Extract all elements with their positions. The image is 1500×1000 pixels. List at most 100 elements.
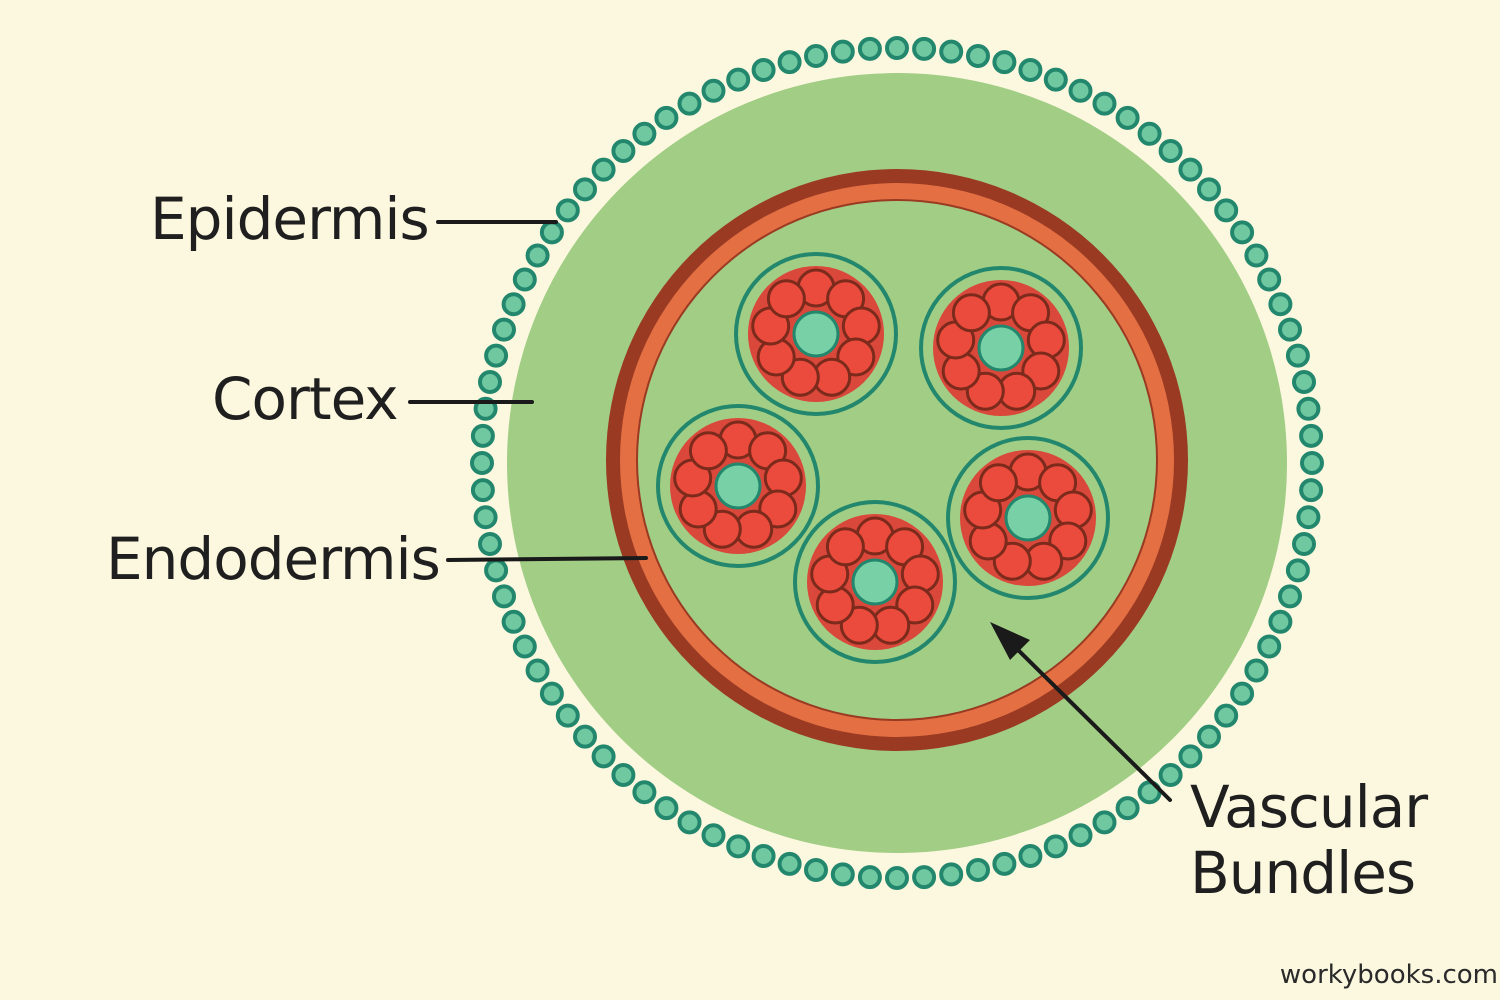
epidermis-cell — [777, 50, 802, 75]
epidermis-cell — [1244, 243, 1269, 268]
epidermis-cell — [1292, 370, 1316, 394]
epidermis-cell — [1092, 810, 1117, 835]
epidermis-cell — [478, 532, 502, 556]
epidermis-cell — [1158, 139, 1183, 163]
vascular-bundles-label-line2: Bundles — [1190, 839, 1416, 907]
epidermis-cell — [470, 478, 495, 503]
epidermis-cell — [470, 423, 495, 448]
epidermis-cell — [1137, 121, 1162, 146]
epidermis-cell — [478, 370, 502, 394]
epidermis-cell — [525, 658, 550, 683]
vascular-bundle — [946, 436, 1110, 600]
vascular-bundle-cell — [688, 431, 728, 471]
epidermis-cell — [654, 796, 679, 821]
epidermis-cell — [473, 505, 498, 530]
vascular-bundle — [793, 500, 957, 664]
epidermis-cell — [1092, 91, 1117, 116]
epidermis-cell — [501, 292, 526, 317]
epidermis-label: Epidermis — [150, 185, 430, 253]
epidermis-cell — [555, 703, 580, 728]
epidermis-cell — [830, 862, 855, 887]
vascular-bundle — [656, 404, 820, 568]
epidermis-cell — [1018, 58, 1043, 82]
epidermis-cell — [804, 44, 828, 68]
epidermis-cell — [492, 584, 516, 609]
epidermis-cell — [885, 866, 909, 890]
epidermis-cell — [632, 121, 657, 146]
epidermis-cell — [492, 317, 516, 342]
vascular-bundle-center — [977, 324, 1025, 372]
epidermis-cell — [1197, 177, 1221, 202]
epidermis-cell — [470, 451, 494, 475]
epidermis-cell — [939, 862, 964, 887]
epidermis-cell — [1230, 681, 1255, 706]
epidermis-cell — [1292, 532, 1316, 556]
epidermis-cell — [751, 844, 776, 868]
epidermis-cell — [751, 58, 776, 82]
vascular-bundle-center — [1004, 494, 1052, 542]
epidermis-cell — [484, 558, 509, 583]
epidermis-cell — [525, 243, 550, 268]
epidermis-cell — [966, 44, 990, 68]
epidermis-cell — [966, 858, 990, 882]
epidermis-cell — [857, 36, 882, 61]
epidermis-cell — [1178, 157, 1203, 182]
epidermis-cell — [1230, 220, 1255, 245]
vascular-bundle-center — [714, 462, 762, 510]
vascular-bundles-group — [656, 252, 1110, 664]
epidermis-cell — [1043, 67, 1068, 92]
epidermis-cell — [1115, 796, 1140, 821]
epidermis-cell — [830, 39, 855, 64]
epidermis-cell — [1257, 267, 1282, 292]
epidermis-cell — [1197, 724, 1221, 749]
vascular-bundle-center — [792, 310, 840, 358]
epidermis-cell — [1244, 658, 1269, 683]
epidermis-cell — [654, 105, 679, 130]
vascular-bundle — [919, 266, 1083, 430]
endodermis-label: Endodermis — [106, 525, 441, 593]
epidermis-cell — [539, 220, 564, 245]
epidermis-cell — [611, 139, 636, 163]
endodermis-leader-line — [446, 556, 648, 562]
vascular-bundle-cell — [951, 293, 991, 333]
epidermis-cell — [1299, 423, 1324, 448]
epidermis-cell — [992, 851, 1017, 876]
epidermis-cell — [804, 858, 828, 882]
vascular-bundle-cell — [978, 463, 1018, 503]
vascular-bundles-label-line1: Vascular — [1190, 773, 1428, 841]
epidermis-cell — [1214, 703, 1239, 728]
epidermis-cell — [912, 36, 937, 61]
epidermis-cell — [573, 724, 597, 749]
epidermis-cell — [677, 91, 702, 116]
epidermis-cell — [1285, 343, 1310, 368]
vascular-bundle-cell — [825, 527, 865, 567]
vascular-bundles-leader-line — [1006, 638, 1172, 802]
epidermis-cell — [555, 198, 580, 223]
epidermis-cell — [1278, 317, 1302, 342]
epidermis-cell — [1214, 198, 1239, 223]
epidermis-ring — [470, 36, 1324, 890]
epidermis-cell — [701, 823, 726, 848]
epidermis-cell — [512, 634, 537, 659]
epidermis-cell — [677, 810, 702, 835]
epidermis-cell — [857, 865, 882, 890]
epidermis-cell — [611, 763, 636, 787]
epidermis-cell — [1178, 744, 1203, 769]
epidermis-cell — [1068, 78, 1093, 103]
epidermis-cell — [1300, 451, 1324, 475]
epidermis-cell — [1285, 558, 1310, 583]
epidermis-cell — [1278, 584, 1302, 609]
vascular-bundle-cell — [766, 279, 806, 319]
epidermis-cell — [512, 267, 537, 292]
epidermis-cell — [726, 67, 751, 92]
epidermis-cell — [1268, 292, 1293, 317]
epidermis-cell — [1115, 105, 1140, 130]
epidermis-cell — [484, 343, 509, 368]
vascular-bundle — [734, 252, 898, 416]
epidermis-cell — [1299, 478, 1324, 503]
epidermis-cell — [777, 851, 802, 876]
epidermis-cell — [939, 39, 964, 64]
epidermis-cell — [591, 157, 616, 182]
epidermis-cell — [992, 50, 1017, 75]
